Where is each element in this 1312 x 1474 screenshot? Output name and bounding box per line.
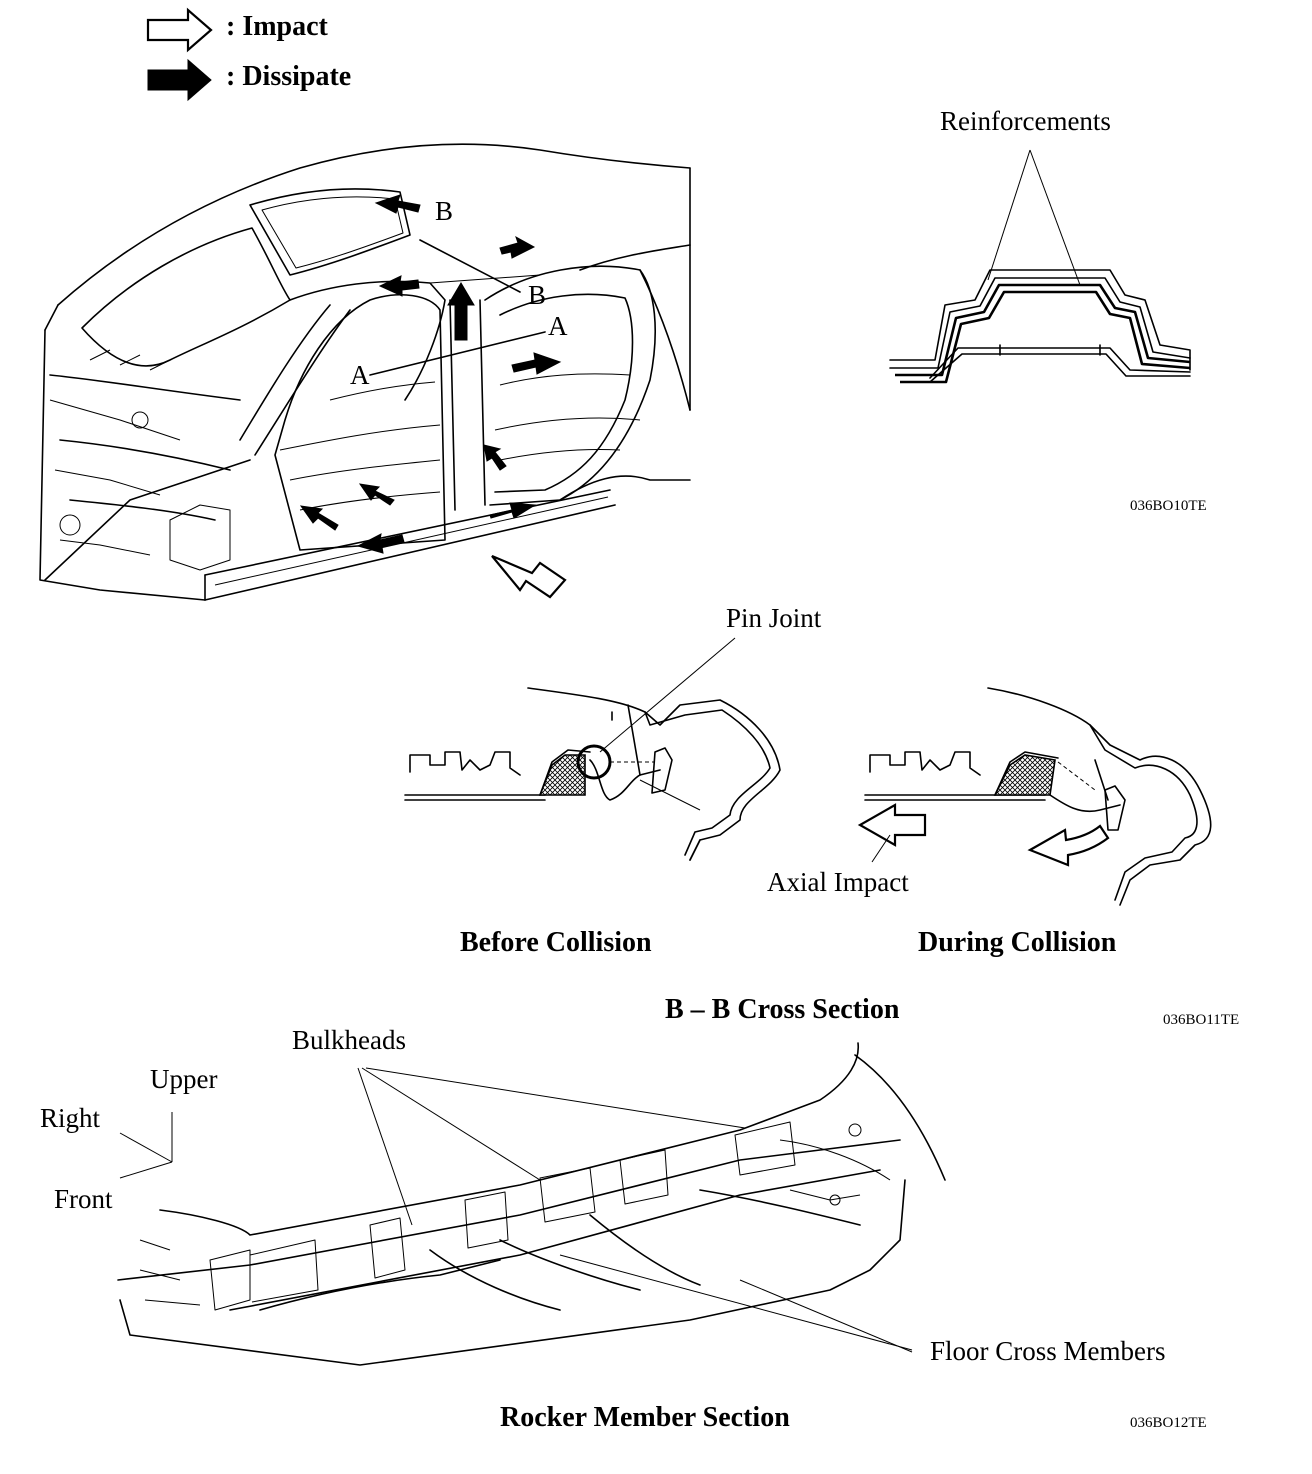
orientation-right-label: Right xyxy=(40,1103,101,1133)
impact-arrow-icon xyxy=(146,7,213,53)
legend-dissipate-label: : Dissipate xyxy=(226,61,351,92)
section-b-marker-upper: B xyxy=(435,196,453,226)
legend: : Impact : Dissipate xyxy=(146,7,351,102)
cross-section-figure-code: 036BO11TE xyxy=(1163,1012,1239,1028)
dissipate-arrow-icon xyxy=(147,58,212,102)
car-body-side-view: B B A A xyxy=(39,143,691,601)
orientation-upper-label: Upper xyxy=(150,1064,217,1094)
orientation-front-label: Front xyxy=(54,1184,113,1214)
rocker-member-section-title: Rocker Member Section xyxy=(500,1402,790,1433)
legend-impact-label: : Impact xyxy=(226,11,329,42)
section-a-marker-left: A xyxy=(350,360,370,390)
rotation-impact-arrow-icon xyxy=(1027,824,1110,867)
dissipate-arrow-icon xyxy=(378,275,420,297)
dissipate-arrow-icon xyxy=(447,282,475,341)
impact-arrow-icon xyxy=(491,554,567,599)
section-a-marker-right: A xyxy=(548,311,568,341)
bb-cross-section-title: B – B Cross Section xyxy=(665,994,900,1025)
during-collision-caption: During Collision xyxy=(918,927,1117,958)
dissipate-arrow-icon xyxy=(483,444,507,471)
floor-cross-members-label: Floor Cross Members xyxy=(930,1336,1166,1366)
dissipate-arrow-icon xyxy=(356,533,405,554)
dissipate-arrow-icon xyxy=(374,194,421,214)
dissipate-arrow-icon xyxy=(358,483,395,506)
dissipate-arrow-icon xyxy=(499,235,536,259)
during-collision-section xyxy=(864,687,1212,906)
axial-impact-label: Axial Impact xyxy=(767,867,909,897)
dissipate-arrow-icon xyxy=(511,352,562,375)
reinforcements-label: Reinforcements xyxy=(940,106,1111,136)
dissipate-arrow-icon xyxy=(299,505,339,531)
rocker-member-figure-code: 036BO12TE xyxy=(1130,1415,1207,1431)
reinforcement-detail: Reinforcements 036BO10TE xyxy=(889,106,1207,514)
section-b-marker-lower: B xyxy=(528,280,546,310)
axial-impact-arrow-icon xyxy=(857,803,927,847)
rocker-member-section: Upper Right Front Bulkheads xyxy=(40,1025,1207,1433)
bb-cross-section: Pin Joint xyxy=(404,603,1239,1028)
reinforcement-figure-code: 036BO10TE xyxy=(1130,498,1207,514)
before-collision-section xyxy=(404,687,781,861)
pin-joint-label: Pin Joint xyxy=(726,603,822,633)
bulkheads-label: Bulkheads xyxy=(292,1025,406,1055)
before-collision-caption: Before Collision xyxy=(460,927,652,958)
dissipate-arrow-icon xyxy=(489,502,537,519)
